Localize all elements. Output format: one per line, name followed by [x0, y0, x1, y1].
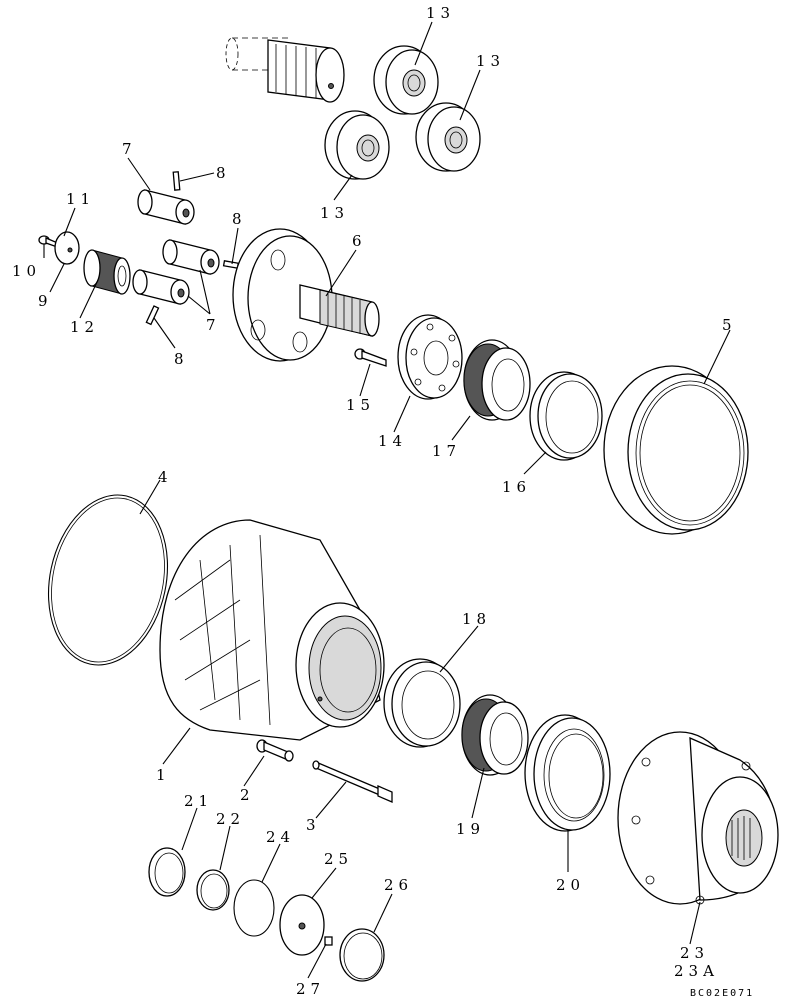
callout-10: 10: [12, 262, 41, 280]
callout-23a: 23A: [674, 962, 719, 980]
callout-8: 8: [232, 210, 247, 228]
callout-4: 4: [158, 468, 173, 486]
callout-8: 8: [174, 350, 189, 368]
snap-ring: [339, 928, 385, 982]
planet-gear: [415, 102, 481, 172]
roll-pin: [145, 171, 239, 326]
callout-3: 3: [306, 816, 321, 834]
callout-20: 20: [556, 876, 585, 894]
o-ring: [233, 879, 275, 937]
bolt: [354, 348, 387, 367]
callout-23: 23: [680, 944, 709, 962]
callout-11: 11: [66, 190, 95, 208]
cover-plate: [279, 894, 325, 956]
callout-27: 27: [296, 980, 325, 998]
washer-plate: [397, 314, 463, 400]
callout-19: 19: [456, 820, 485, 838]
seal: [524, 714, 611, 832]
thrust-washer: [54, 231, 80, 265]
callout-7: 7: [122, 140, 137, 158]
tapered-roller-bearing: [463, 339, 531, 421]
plug: [324, 936, 333, 946]
planet-pin: [132, 269, 190, 305]
snap-ring: [148, 847, 186, 897]
callout-17: 17: [432, 442, 461, 460]
callout-16: 16: [502, 478, 531, 496]
wheel-hub: [617, 731, 779, 905]
callout-5: 5: [722, 316, 737, 334]
sun-gear-shaft: [225, 37, 345, 103]
drawing-code: BC02E071: [690, 988, 754, 999]
ring-gear: [603, 365, 749, 535]
snap-ring: [196, 869, 230, 911]
bolt: [312, 760, 393, 803]
leader-lines: [43, 21, 731, 979]
planet-gear: [324, 110, 390, 180]
needle-bearing: [83, 249, 131, 295]
callout-13: 13: [476, 52, 505, 70]
planet-carrier: [232, 228, 380, 362]
bearing-cup: [529, 371, 603, 461]
hub-housing: [159, 519, 385, 741]
callout-24: 24: [266, 828, 295, 846]
callout-21: 21: [184, 792, 213, 810]
callout-9: 9: [38, 292, 53, 310]
planet-pin: [162, 239, 220, 275]
callout-8: 8: [216, 164, 231, 182]
tapered-roller-bearing: [461, 694, 529, 776]
callout-7: 7: [206, 316, 221, 334]
callout-13: 13: [426, 4, 455, 22]
callout-13: 13: [320, 204, 349, 222]
callout-6: 6: [352, 232, 367, 250]
callout-14: 14: [378, 432, 407, 450]
planet-pin: [137, 189, 195, 225]
callout-26: 26: [384, 876, 413, 894]
bolt: [256, 739, 294, 762]
bearing-cup: [383, 658, 461, 748]
o-ring: [47, 494, 169, 666]
callout-labels: 13 13 13 7 8 8 6 11 10 9 12 7 8 5 15 14 …: [12, 4, 737, 998]
callout-2: 2: [240, 786, 255, 804]
callout-22: 22: [216, 810, 245, 828]
callout-18: 18: [462, 610, 491, 628]
callout-15: 15: [346, 396, 375, 414]
planet-gear: [373, 45, 439, 115]
callout-1: 1: [156, 766, 171, 784]
callout-12: 12: [70, 318, 99, 336]
callout-25: 25: [324, 850, 353, 868]
